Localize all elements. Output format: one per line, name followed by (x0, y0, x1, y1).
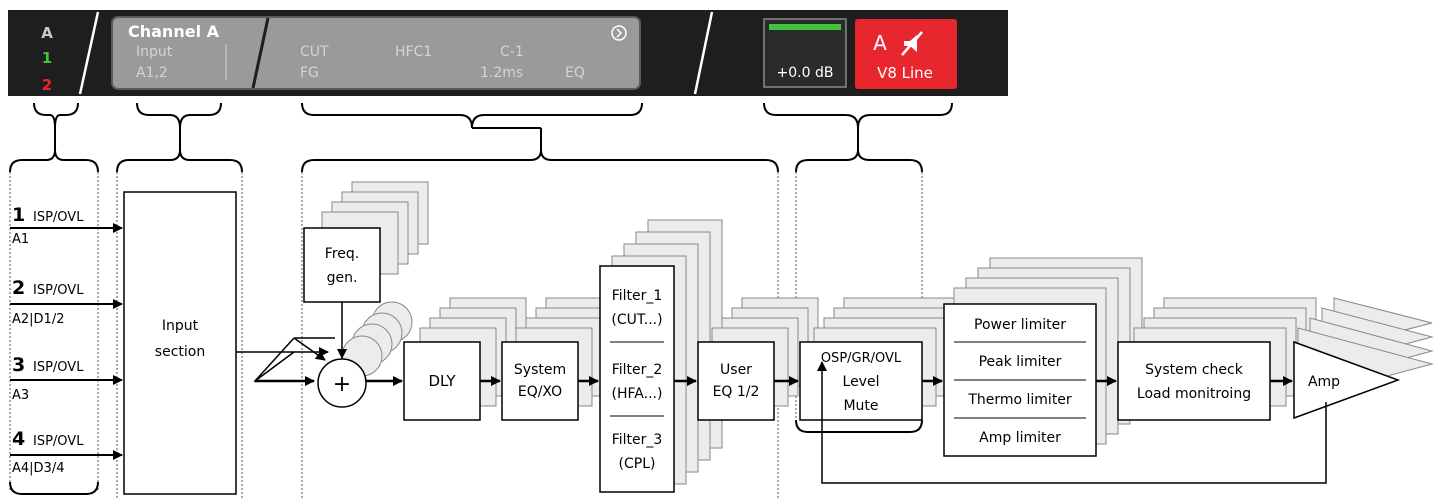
freq-gen-label-2: gen. (327, 270, 358, 286)
input-source: A1 (12, 232, 29, 247)
input-list: 1 ISP/OVL A1 2 ISP/OVL A2|D1/2 3 ISP/OVL… (10, 204, 123, 476)
input-status: ISP/OVL (33, 360, 84, 375)
cpl-label: C-1 (500, 44, 524, 60)
system-check-label-2: Load monitroing (1137, 386, 1251, 402)
cut-label: CUT (300, 44, 329, 60)
filter-1-sub: (CUT...) (611, 312, 662, 328)
power-limiter-label: Power limiter (974, 317, 1066, 333)
input-section-label-2: section (155, 344, 205, 360)
input-1[interactable]: 1 ISP/OVL A1 (10, 204, 123, 247)
mute-button[interactable]: A V8 Line (855, 19, 957, 89)
input-4[interactable]: 4 ISP/OVL A4|D3/4 (10, 428, 123, 476)
level-meter[interactable]: +0.0 dB (763, 18, 847, 88)
mapping-braces (9, 102, 953, 433)
eq-label: EQ (565, 65, 585, 81)
summing-symbol: + (333, 372, 351, 397)
level-block-label-2: Level (843, 374, 880, 390)
input-status: ISP/OVL (33, 210, 84, 225)
input-status: ISP/OVL (33, 283, 84, 298)
filter-1-label: Filter_1 (612, 288, 663, 304)
group-outlines (9, 172, 923, 500)
channel-number-1[interactable]: 1 (42, 49, 52, 67)
input-source: A3 (12, 388, 29, 403)
freq-gen-label-1: Freq. (325, 246, 359, 262)
amp-limiter-label: Amp limiter (979, 430, 1061, 446)
channel-info-panel[interactable]: Channel A Input A1,2 CUT HFC1 C-1 FG 1.2… (111, 16, 641, 90)
dly-block[interactable]: DLY (403, 341, 481, 421)
input-status: ISP/OVL (33, 434, 84, 449)
feedback-loop (817, 361, 1327, 484)
delay-value: 1.2ms (480, 65, 523, 81)
summing-node[interactable]: + (317, 358, 367, 408)
input-number: 4 (12, 428, 25, 450)
level-value: +0.0 dB (777, 65, 834, 81)
amp-block[interactable]: Amp (1293, 340, 1401, 420)
hfc-label: HFC1 (395, 44, 432, 60)
input-3[interactable]: 3 ISP/OVL A3 (10, 354, 123, 403)
level-mute-block[interactable]: OSP/GR/OVL Level Mute (799, 341, 923, 421)
thermo-limiter-label: Thermo limiter (967, 392, 1072, 408)
filter-3-sub: (CPL) (619, 456, 656, 472)
chevron-right-icon[interactable] (611, 25, 627, 41)
level-block-label-3: Mute (843, 398, 878, 414)
filter-3-label: Filter_3 (612, 432, 663, 448)
limiter-block[interactable]: Power limiter Peak limiter Thermo limite… (943, 303, 1097, 457)
input-source: A4|D3/4 (12, 461, 64, 476)
level-block-label-1: OSP/GR/OVL (821, 351, 902, 366)
filter-block[interactable]: Filter_1 (CUT...) Filter_2 (HFA...) Filt… (599, 265, 675, 493)
filter-2-label: Filter_2 (612, 362, 663, 378)
input-section-block[interactable]: Input section (123, 191, 237, 495)
input-section-label-1: Input (162, 318, 199, 334)
input-2[interactable]: 2 ISP/OVL A2|D1/2 (10, 277, 123, 327)
processing-stack-shadows (321, 181, 1434, 485)
system-eq-label-1: System (514, 362, 566, 378)
preset-name: V8 Line (877, 64, 933, 82)
input-number: 1 (12, 204, 25, 226)
filter-2-sub: (HFA...) (612, 386, 663, 402)
amp-label: Amp (1308, 374, 1340, 390)
channel-letter[interactable]: A (41, 24, 53, 42)
user-eq-block[interactable]: User EQ 1/2 (697, 341, 775, 421)
peak-limiter-label: Peak limiter (979, 354, 1062, 370)
input-source: A2|D1/2 (12, 312, 64, 327)
system-check-block[interactable]: System check Load monitroing (1117, 341, 1271, 421)
header-bar: A 1 2 Channel A Input A1,2 CUT HFC1 C-1 … (8, 10, 1008, 96)
input-number: 3 (12, 354, 25, 376)
input-label: Input (136, 44, 173, 60)
input-number: 2 (12, 277, 25, 299)
channel-number-2[interactable]: 2 (42, 76, 52, 94)
fg-label: FG (300, 65, 319, 81)
user-eq-label-2: EQ 1/2 (713, 384, 760, 400)
system-eq-block[interactable]: System EQ/XO (501, 341, 579, 421)
speaker-muted-icon (901, 31, 923, 56)
mute-channel-letter: A (873, 31, 887, 55)
system-check-label-1: System check (1145, 362, 1244, 378)
system-eq-label-2: EQ/XO (518, 384, 562, 400)
freq-gen-block[interactable]: Freq. gen. (303, 227, 381, 303)
dly-label: DLY (428, 372, 456, 390)
user-eq-label-1: User (720, 362, 752, 378)
input-value: A1,2 (136, 65, 168, 81)
input-routing-lines (236, 337, 335, 386)
channel-title: Channel A (128, 22, 220, 41)
